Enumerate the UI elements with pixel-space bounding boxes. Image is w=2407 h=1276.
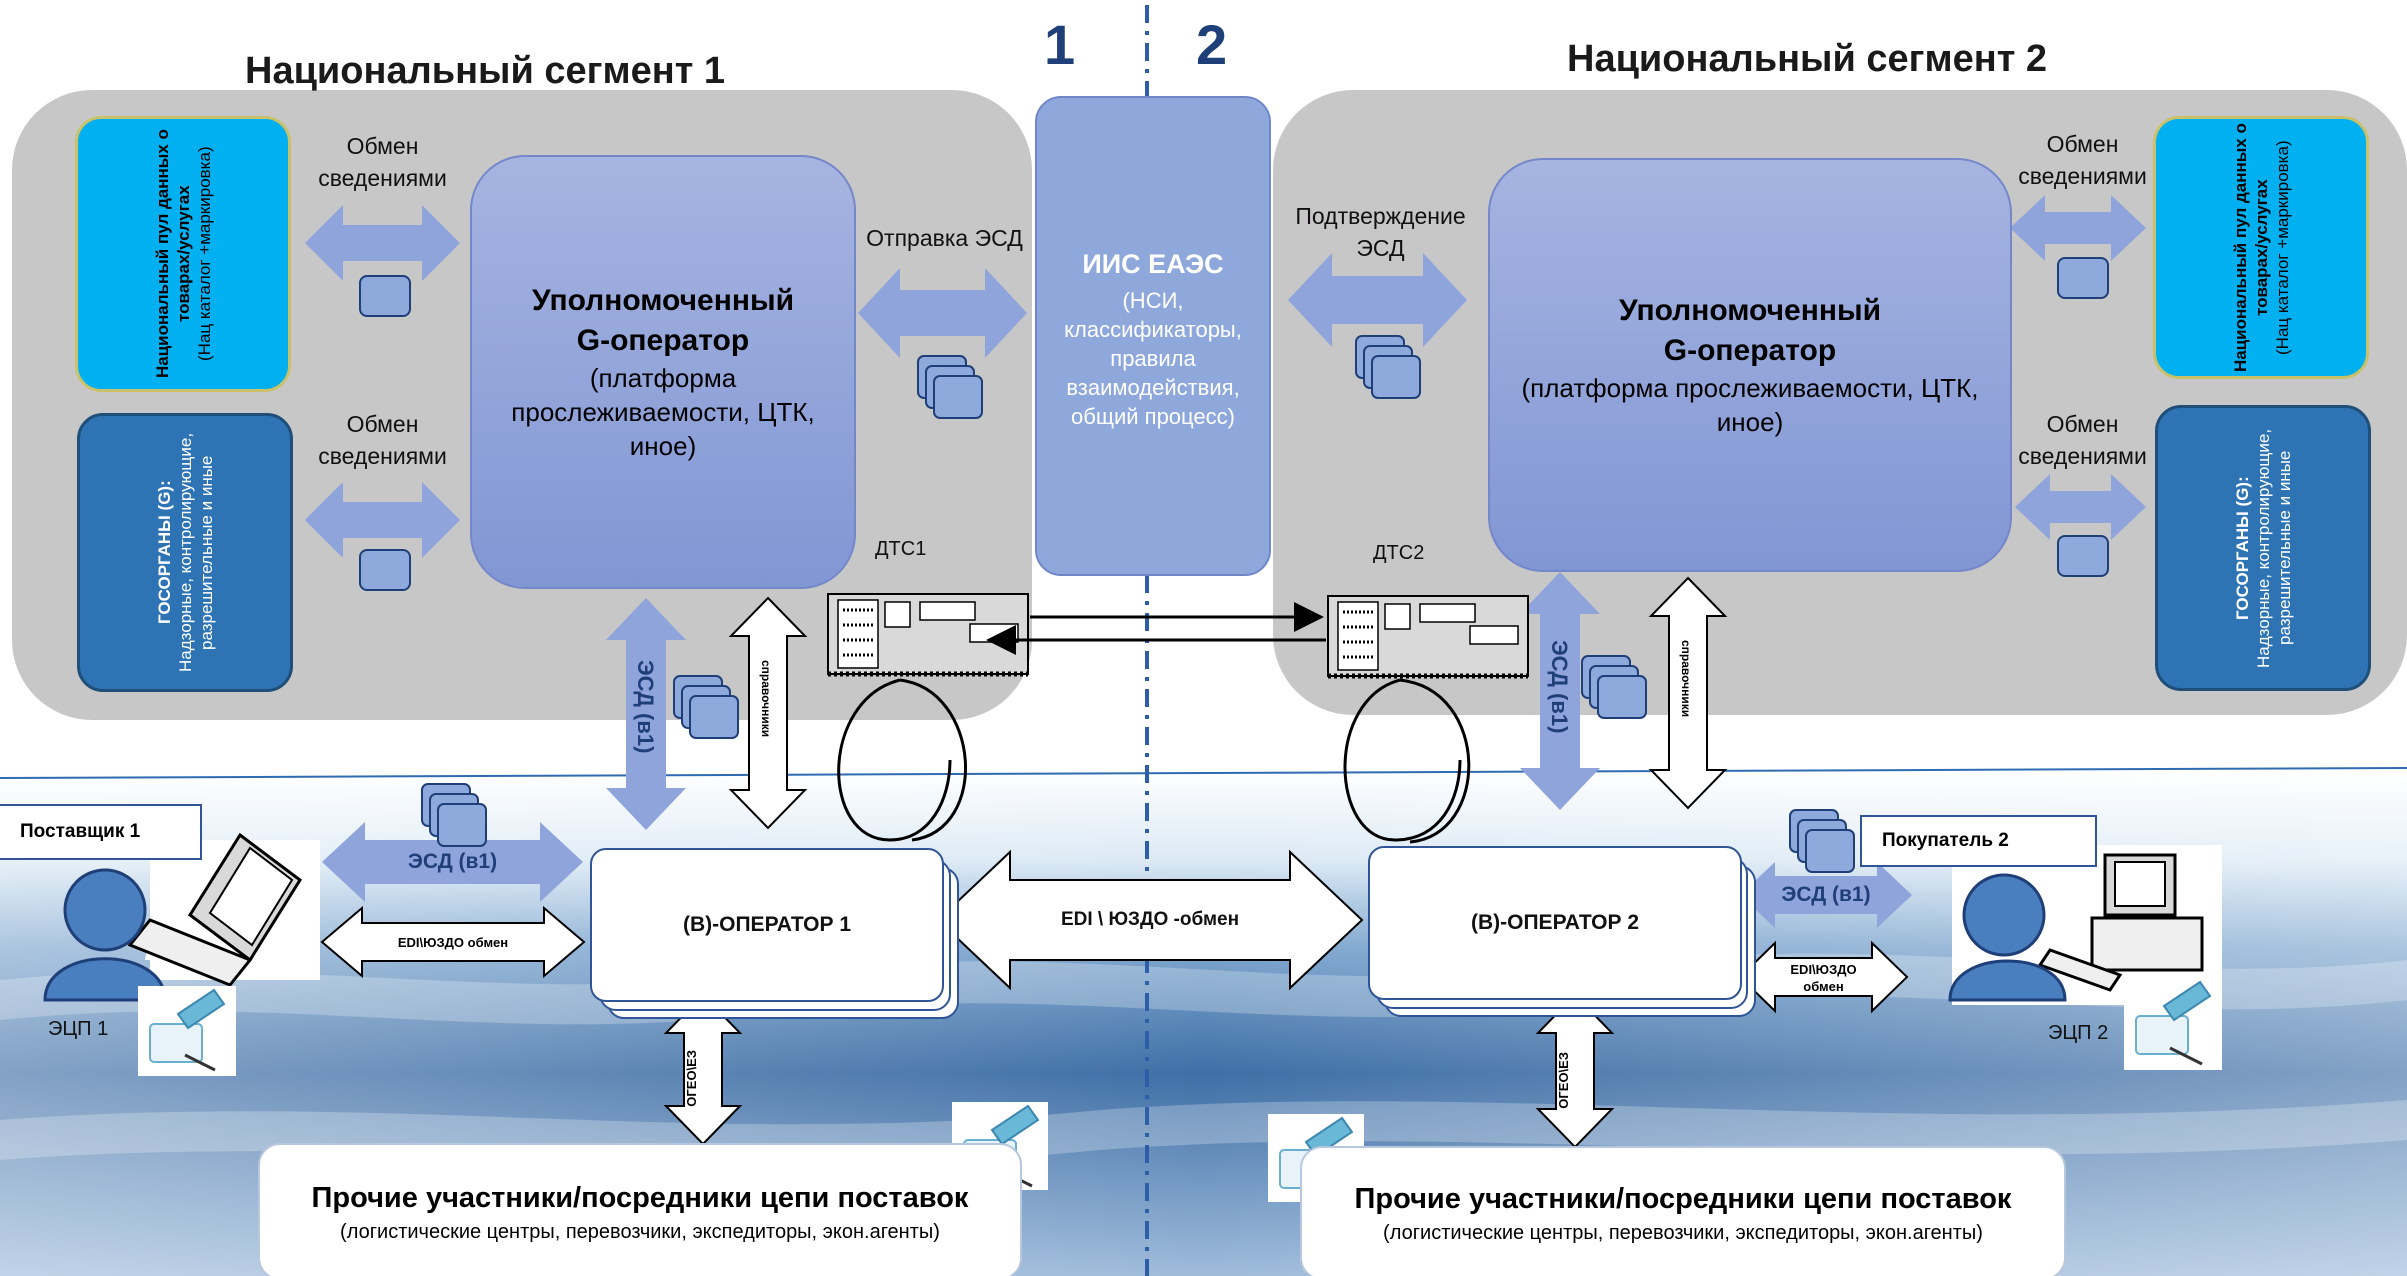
other-participants-1: Прочие участники/посредники цепи поставо… xyxy=(258,1143,1022,1276)
other-sub-1: (логистические центры, перевозчики, эксп… xyxy=(340,1220,940,1243)
gos-box-1: ГОСОРГАНЫ (G):Надзорные, контролирующие,… xyxy=(77,413,293,692)
dts2-device xyxy=(1327,595,1529,679)
reference-arrow-2 xyxy=(1648,576,1728,810)
g-operator-1-sub: (платформа прослеживаемости, ЦТК, иное) xyxy=(511,363,815,461)
edi-exchange-arrow xyxy=(936,849,1364,991)
reference-label-2: справочники xyxy=(1679,640,1693,718)
edi-arrow-label-1: EDI\ЮЗДО обмен xyxy=(397,934,509,950)
doc-stack-icon-1 xyxy=(917,355,983,419)
g-operator-2: Уполномоченный G-оператор (платформа про… xyxy=(1488,158,2012,572)
other-title-1: Прочие участники/посредники цепи поставо… xyxy=(311,1181,969,1214)
gos-title-1: ГОСОРГАНЫ (G): xyxy=(154,480,174,625)
esd-vertical-label-1: ЭСД (в1) xyxy=(633,660,658,754)
exchange-arrow-1-top xyxy=(305,205,460,281)
doc-stack-icon-2 xyxy=(1355,335,1421,399)
esd-vertical-arrow-1 xyxy=(606,598,686,830)
send-esd-arrow xyxy=(858,268,1027,358)
other-sub-2: (логистические центры, перевозчики, эксп… xyxy=(1383,1222,1983,1244)
segment-2-title: Национальный сегмент 2 xyxy=(1567,38,2048,80)
g-operator-1-title1: Уполномоченный xyxy=(531,284,795,317)
dts1-device xyxy=(827,593,1029,677)
send-esd-label: Отправка ЭСД xyxy=(866,225,1023,251)
doc-stack-icon-3 xyxy=(673,675,739,739)
esd-vertical-arrow-2 xyxy=(1520,572,1600,810)
gos-sub-1: Надзорные, контролирующие, разрешительны… xyxy=(175,432,216,673)
ogeo-label-1: ОГЕО\ЕЗ xyxy=(684,1050,699,1107)
iis-sub: (НСИ, классификаторы, правила взаимодейс… xyxy=(1064,287,1242,429)
edi-exchange-label: EDI \ ЮЗДО -обмен xyxy=(1060,909,1240,930)
ecp-label-2: ЭЦП 2 xyxy=(2048,1022,2109,1044)
national-pool-box-2: Национальный пул данных о товарах/услуга… xyxy=(2153,116,2369,379)
gos-box-2: ГОСОРГАНЫ (G):Надзорные, контролирующие,… xyxy=(2155,405,2371,691)
gos-title-2: ГОСОРГАНЫ (G): xyxy=(2232,476,2252,620)
exchange-label-1-top: Обмен сведениями xyxy=(318,133,447,191)
g-operator-1: Уполномоченный G-оператор (платформа про… xyxy=(470,155,856,589)
gos-sub-2: Надзорные, контролирующие, разрешительны… xyxy=(2253,428,2294,668)
pool-title-1: Национальный пул данных о товарах/услуга… xyxy=(152,129,193,379)
segment-number-1: 1 xyxy=(1044,13,1076,76)
exchange-arrow-2-bottom xyxy=(2015,474,2146,540)
doc-icon-4 xyxy=(2057,535,2109,577)
g-operator-1-title2: G-оператор xyxy=(576,324,750,357)
edi-arrow-buyer xyxy=(1738,940,1909,1014)
doc-icon-1 xyxy=(359,275,411,317)
exchange-arrow-1-bottom xyxy=(305,482,460,558)
ecp-icon-1 xyxy=(138,986,236,1076)
segment-number-2: 2 xyxy=(1196,13,1228,76)
b-operator-1: (В)-ОПЕРАТОР 1 xyxy=(590,848,944,1002)
exchange-label-1-bottom: Обмен сведениями xyxy=(318,411,447,469)
exchange-arrow-2-top xyxy=(2010,195,2146,261)
doc-stack-icon-4 xyxy=(1581,655,1647,719)
b-operator-2: (В)-ОПЕРАТОР 2 xyxy=(1368,846,1742,1000)
doc-stack-icon-5 xyxy=(421,783,487,847)
ecp-label-1: ЭЦП 1 xyxy=(48,1018,109,1040)
esd-arrow-buyer xyxy=(1740,862,1912,928)
dts2-label: ДТС2 xyxy=(1373,542,1425,564)
edi-arrow-supplier xyxy=(320,905,586,979)
esd-vertical-label-2: ЭСД (в1) xyxy=(1547,640,1572,734)
iis-title: ИИС ЕАЭС xyxy=(1082,248,1224,279)
ecp-icon-2 xyxy=(2124,976,2222,1070)
g-operator-2-title2: G-оператор xyxy=(1663,334,1837,367)
esd-arrow-label-2: ЭСД (в1) xyxy=(1781,883,1871,906)
confirm-esd-arrow xyxy=(1288,253,1467,347)
exchange-label-2-top: Обмен сведениями xyxy=(2018,131,2147,189)
iis-eaeu-box: ИИС ЕАЭС (НСИ, классификаторы, правила в… xyxy=(1035,96,1271,576)
reference-label-1: справочники xyxy=(759,660,773,738)
pool-sub-2: (Нац каталог +маркировка) xyxy=(2272,140,2292,355)
other-participants-2: Прочие участники/посредники цепи поставо… xyxy=(1300,1146,2066,1276)
g-operator-2-sub: (платформа прослеживаемости, ЦТК, иное) xyxy=(1521,373,1979,437)
esd-arrow-label-1: ЭСД (в1) xyxy=(407,850,498,873)
confirm-esd-label: Подтверждение ЭСД xyxy=(1295,203,1466,261)
exchange-label-2-bottom: Обмен сведениями xyxy=(2018,411,2147,469)
supplier-user-icon xyxy=(43,832,320,1002)
edi-arrow-label-2: EDI\ЮЗДО обмен xyxy=(1790,962,1857,994)
pool-sub-1: (Нац каталог +маркировка) xyxy=(194,146,214,362)
ogeo-label-2: ОГЕО\ЕЗ xyxy=(1556,1052,1571,1109)
segment-1-title: Национальный сегмент 1 xyxy=(245,50,726,92)
doc-stack-icon-6 xyxy=(1789,809,1855,873)
buyer-label: Покупатель 2 xyxy=(1860,815,2097,867)
reference-arrow-1 xyxy=(728,596,808,830)
doc-icon-2 xyxy=(359,549,411,591)
other-title-2: Прочие участники/посредники цепи поставо… xyxy=(1354,1183,2012,1215)
national-pool-box-1: Национальный пул данных о товарах/услуга… xyxy=(75,116,291,392)
g-operator-2-title1: Уполномоченный xyxy=(1618,294,1882,327)
supplier-label: Поставщик 1 xyxy=(0,804,202,860)
pool-title-2: Национальный пул данных о товарах/услуга… xyxy=(2230,123,2271,372)
doc-icon-3 xyxy=(2057,257,2109,299)
dts1-label: ДТС1 xyxy=(875,538,927,560)
esd-arrow-supplier xyxy=(322,822,583,902)
